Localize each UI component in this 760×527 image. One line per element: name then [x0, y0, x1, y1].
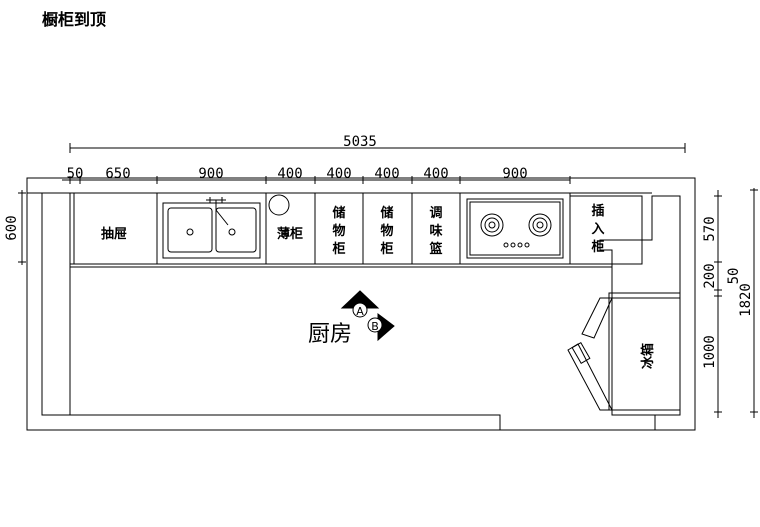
- storage-label-1: 物: [332, 223, 345, 239]
- storage-label-1: 柜: [331, 241, 345, 257]
- dim-right: 1000: [702, 335, 718, 369]
- section-marker-icon: [340, 290, 395, 342]
- insert-label: 插: [591, 203, 604, 219]
- spice-label: 调: [429, 206, 442, 221]
- dim-seg: 900: [198, 166, 223, 182]
- fridge-door-top: [581, 297, 613, 339]
- dim-seg: 400: [374, 166, 399, 182]
- dim-seg: 900: [502, 166, 527, 182]
- sink-bowl-left: [167, 207, 213, 253]
- fridge-label: 冰箱: [640, 343, 656, 369]
- fridge-door-bottom: [567, 343, 613, 411]
- marker-b: B: [371, 320, 379, 333]
- storage-label-1: 储: [331, 205, 345, 221]
- thin-cabinet-label: 薄柜: [277, 226, 303, 242]
- sink-frame: [162, 202, 261, 259]
- fridge-handle: [571, 342, 591, 364]
- marker-a: A: [356, 305, 364, 318]
- dim-right: 570: [702, 216, 718, 241]
- drawer-label: 抽屉: [101, 226, 127, 242]
- spice-label: 味: [429, 223, 442, 239]
- sink-bowl-right: [215, 207, 257, 253]
- insert-cabinet-box: [569, 195, 643, 265]
- dim-right-total: 1820: [738, 283, 754, 317]
- round-fixture-icon: [268, 194, 290, 216]
- dim-right: 200: [702, 263, 718, 288]
- burner-right-icon: [528, 213, 552, 237]
- dim-seg: 400: [326, 166, 351, 182]
- storage-label-2: 柜: [379, 241, 393, 257]
- dim-right-small: 50: [726, 268, 742, 285]
- dim-seg: 400: [277, 166, 302, 182]
- storage-label-2: 物: [380, 223, 393, 239]
- dim-left-depth: 600: [4, 215, 20, 240]
- knobs-icon: [503, 242, 530, 248]
- dimension-lines: [18, 143, 758, 418]
- dim-seg: 400: [423, 166, 448, 182]
- storage-label-2: 储: [379, 205, 393, 221]
- insert-label: 柜: [590, 239, 604, 255]
- dim-seg: 650: [105, 166, 130, 182]
- dim-seg: 50: [67, 166, 84, 182]
- spice-label: 篮: [428, 241, 442, 257]
- counter-top: [69, 192, 571, 265]
- burner-left-icon: [480, 213, 504, 237]
- fridge-outline: [608, 292, 681, 411]
- cooktop-frame: [466, 198, 564, 259]
- insert-label: 入: [591, 222, 604, 237]
- faucet-icon: [206, 197, 229, 226]
- cooktop-inner: [469, 201, 561, 256]
- dim-total: 5035: [343, 134, 377, 150]
- drain-right: [228, 228, 236, 236]
- drain-left: [186, 228, 194, 236]
- drawing-title: 橱柜到顶: [42, 10, 107, 29]
- room-label: 厨房: [308, 322, 352, 347]
